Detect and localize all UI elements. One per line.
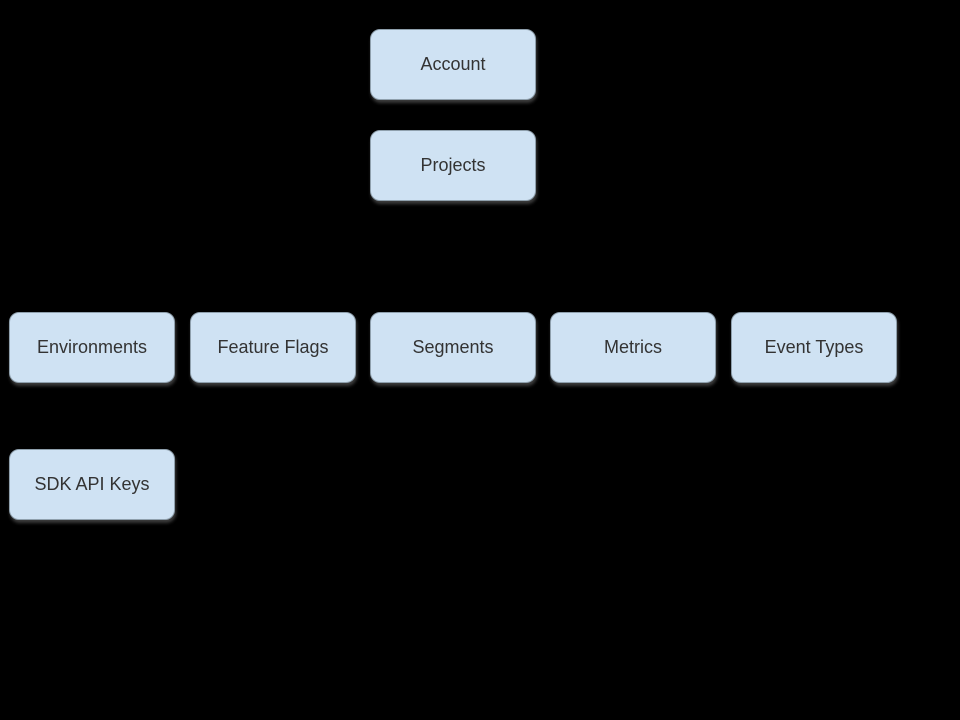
- node-sdk-api-keys: SDK API Keys: [9, 449, 175, 520]
- node-metrics: Metrics: [550, 312, 716, 383]
- node-feature-flags: Feature Flags: [190, 312, 356, 383]
- node-environments: Environments: [9, 312, 175, 383]
- node-projects: Projects: [370, 130, 536, 201]
- node-segments: Segments: [370, 312, 536, 383]
- node-event-types: Event Types: [731, 312, 897, 383]
- node-account: Account: [370, 29, 536, 100]
